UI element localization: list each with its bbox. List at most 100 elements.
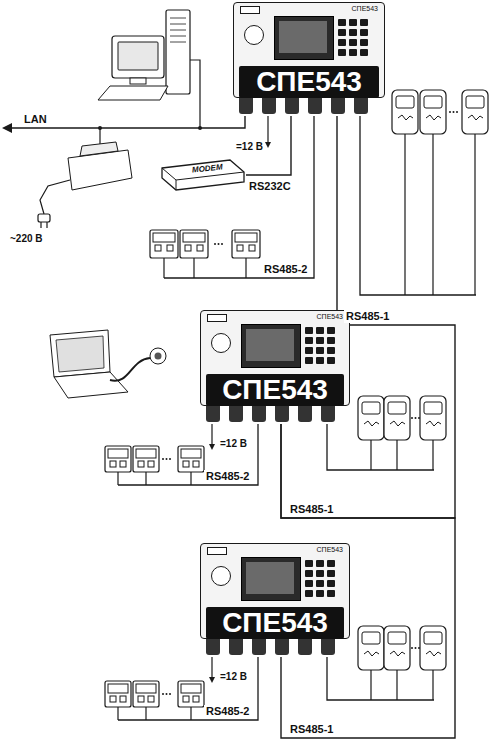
arrowhead — [2, 123, 12, 133]
cable-gland — [308, 98, 322, 114]
key — [316, 570, 324, 577]
key — [327, 560, 335, 567]
lcd-glass — [279, 21, 327, 53]
ellipsis-dot — [166, 458, 168, 460]
ellipsis-dot — [169, 693, 171, 695]
meter-terminal — [110, 696, 116, 702]
device-name: СПЕ543 — [222, 375, 328, 405]
tower-slot — [170, 24, 186, 25]
cable-gland — [262, 98, 276, 114]
key — [327, 570, 335, 577]
meter-display — [181, 684, 201, 693]
meter-mark — [390, 421, 405, 426]
label-text: RS485-1 — [290, 723, 333, 735]
meter-display — [466, 96, 484, 108]
meter-drop — [396, 440, 397, 470]
key — [305, 570, 313, 577]
power-cord — [40, 180, 70, 214]
key — [316, 590, 324, 597]
modem-text: MODEM — [191, 162, 223, 175]
lcd-glass — [246, 562, 294, 594]
meter-display — [183, 233, 205, 242]
lan-cable — [190, 60, 200, 128]
meter-symbol — [178, 681, 204, 707]
computer-tower — [166, 10, 190, 94]
key — [349, 19, 357, 26]
key — [360, 39, 368, 46]
key — [338, 29, 346, 36]
ellipsis-dot — [418, 417, 420, 419]
lock-circle — [211, 566, 231, 586]
key — [327, 357, 335, 364]
meter-symbol — [105, 446, 131, 472]
label-text: RS485-2 — [264, 263, 307, 275]
meter-terminal — [110, 461, 116, 467]
key — [305, 347, 313, 354]
junction — [198, 126, 202, 130]
ellipsis-dot — [169, 458, 171, 460]
logo-plate — [240, 6, 260, 14]
ellipsis-dot — [415, 647, 417, 649]
modem-box: MODEM — [160, 158, 246, 192]
meter-symbol — [462, 90, 488, 134]
lock-circle — [244, 25, 264, 45]
meter-display — [396, 96, 414, 108]
meter-symbol — [420, 396, 446, 440]
key — [327, 337, 335, 344]
ellipsis-dot — [411, 417, 413, 419]
cable-gland — [229, 406, 243, 422]
meter-display — [181, 449, 201, 458]
meter-display — [362, 632, 380, 644]
key — [316, 347, 324, 354]
ellipsis-dot — [162, 693, 164, 695]
meter-symbol — [358, 626, 384, 670]
lcd-glass — [246, 329, 294, 361]
signal-label: RS485-2 — [204, 470, 251, 483]
cable-gland — [275, 639, 289, 655]
ellipsis-dot — [218, 243, 220, 245]
signal-label: RS485-1 — [344, 310, 391, 323]
meter-display — [424, 402, 442, 414]
model-tag-text: СПЕ543 — [317, 313, 343, 320]
name-band: СПЕ543 — [206, 607, 344, 639]
ellipsis-dot — [162, 458, 164, 460]
power-lead — [267, 116, 268, 143]
key — [305, 560, 313, 567]
meter-symbol — [392, 90, 418, 134]
meter-symbol — [133, 446, 159, 472]
key — [349, 49, 357, 56]
key — [360, 29, 368, 36]
device-name: СПЕ543 — [256, 67, 362, 97]
logo-plate — [207, 314, 227, 322]
ellipsis-dot — [415, 417, 417, 419]
laptop — [50, 330, 110, 377]
cable-gland — [252, 639, 266, 655]
meter-terminal — [249, 245, 255, 251]
key — [338, 49, 346, 56]
modem-edge — [176, 180, 177, 190]
monitor-screen — [118, 42, 158, 70]
label-text: ~220 В — [10, 233, 43, 244]
arrowhead — [265, 142, 271, 148]
meter-symbol — [384, 626, 410, 670]
meter-mark — [468, 115, 483, 120]
meter-symbol — [133, 681, 159, 707]
meter-drop — [370, 670, 371, 700]
meter-terminal — [237, 245, 243, 251]
model-tag-text: СПЕ543 — [317, 546, 343, 553]
meter-mark — [426, 421, 441, 426]
label-text: =12 В — [220, 438, 247, 449]
monitor-stand — [130, 78, 146, 84]
power-plug — [38, 214, 50, 222]
tower-slot — [170, 18, 186, 19]
key — [316, 560, 324, 567]
meter-symbol — [232, 230, 260, 258]
meter-mark — [426, 651, 441, 656]
meter-mark — [426, 115, 441, 120]
optical-head — [155, 353, 162, 360]
edge-label: RS232C — [247, 180, 293, 193]
meter-terminal — [185, 245, 191, 251]
ellipsis-dot — [418, 647, 420, 649]
key — [316, 357, 324, 364]
